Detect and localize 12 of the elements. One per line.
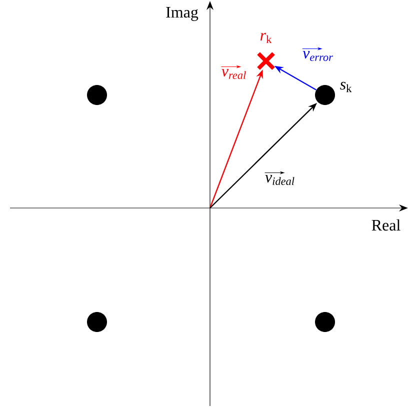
point-label: s$_{k}$ <box>340 82 352 92</box>
constellation-dot <box>87 312 107 332</box>
point-label: r$_{k}$ <box>260 32 272 44</box>
edge-label: v$_{error}$ <box>302 48 333 62</box>
edge-label: v$_{ideal}$ <box>264 172 294 186</box>
cross-marker <box>256 52 276 70</box>
axis-label: Real <box>372 219 400 231</box>
constellation-dot <box>315 85 335 105</box>
edge-label: v$_{real}$ <box>220 66 246 80</box>
axis-label: Imag <box>166 7 198 21</box>
constellation-dot <box>87 85 107 105</box>
constellation-dot <box>315 312 335 332</box>
